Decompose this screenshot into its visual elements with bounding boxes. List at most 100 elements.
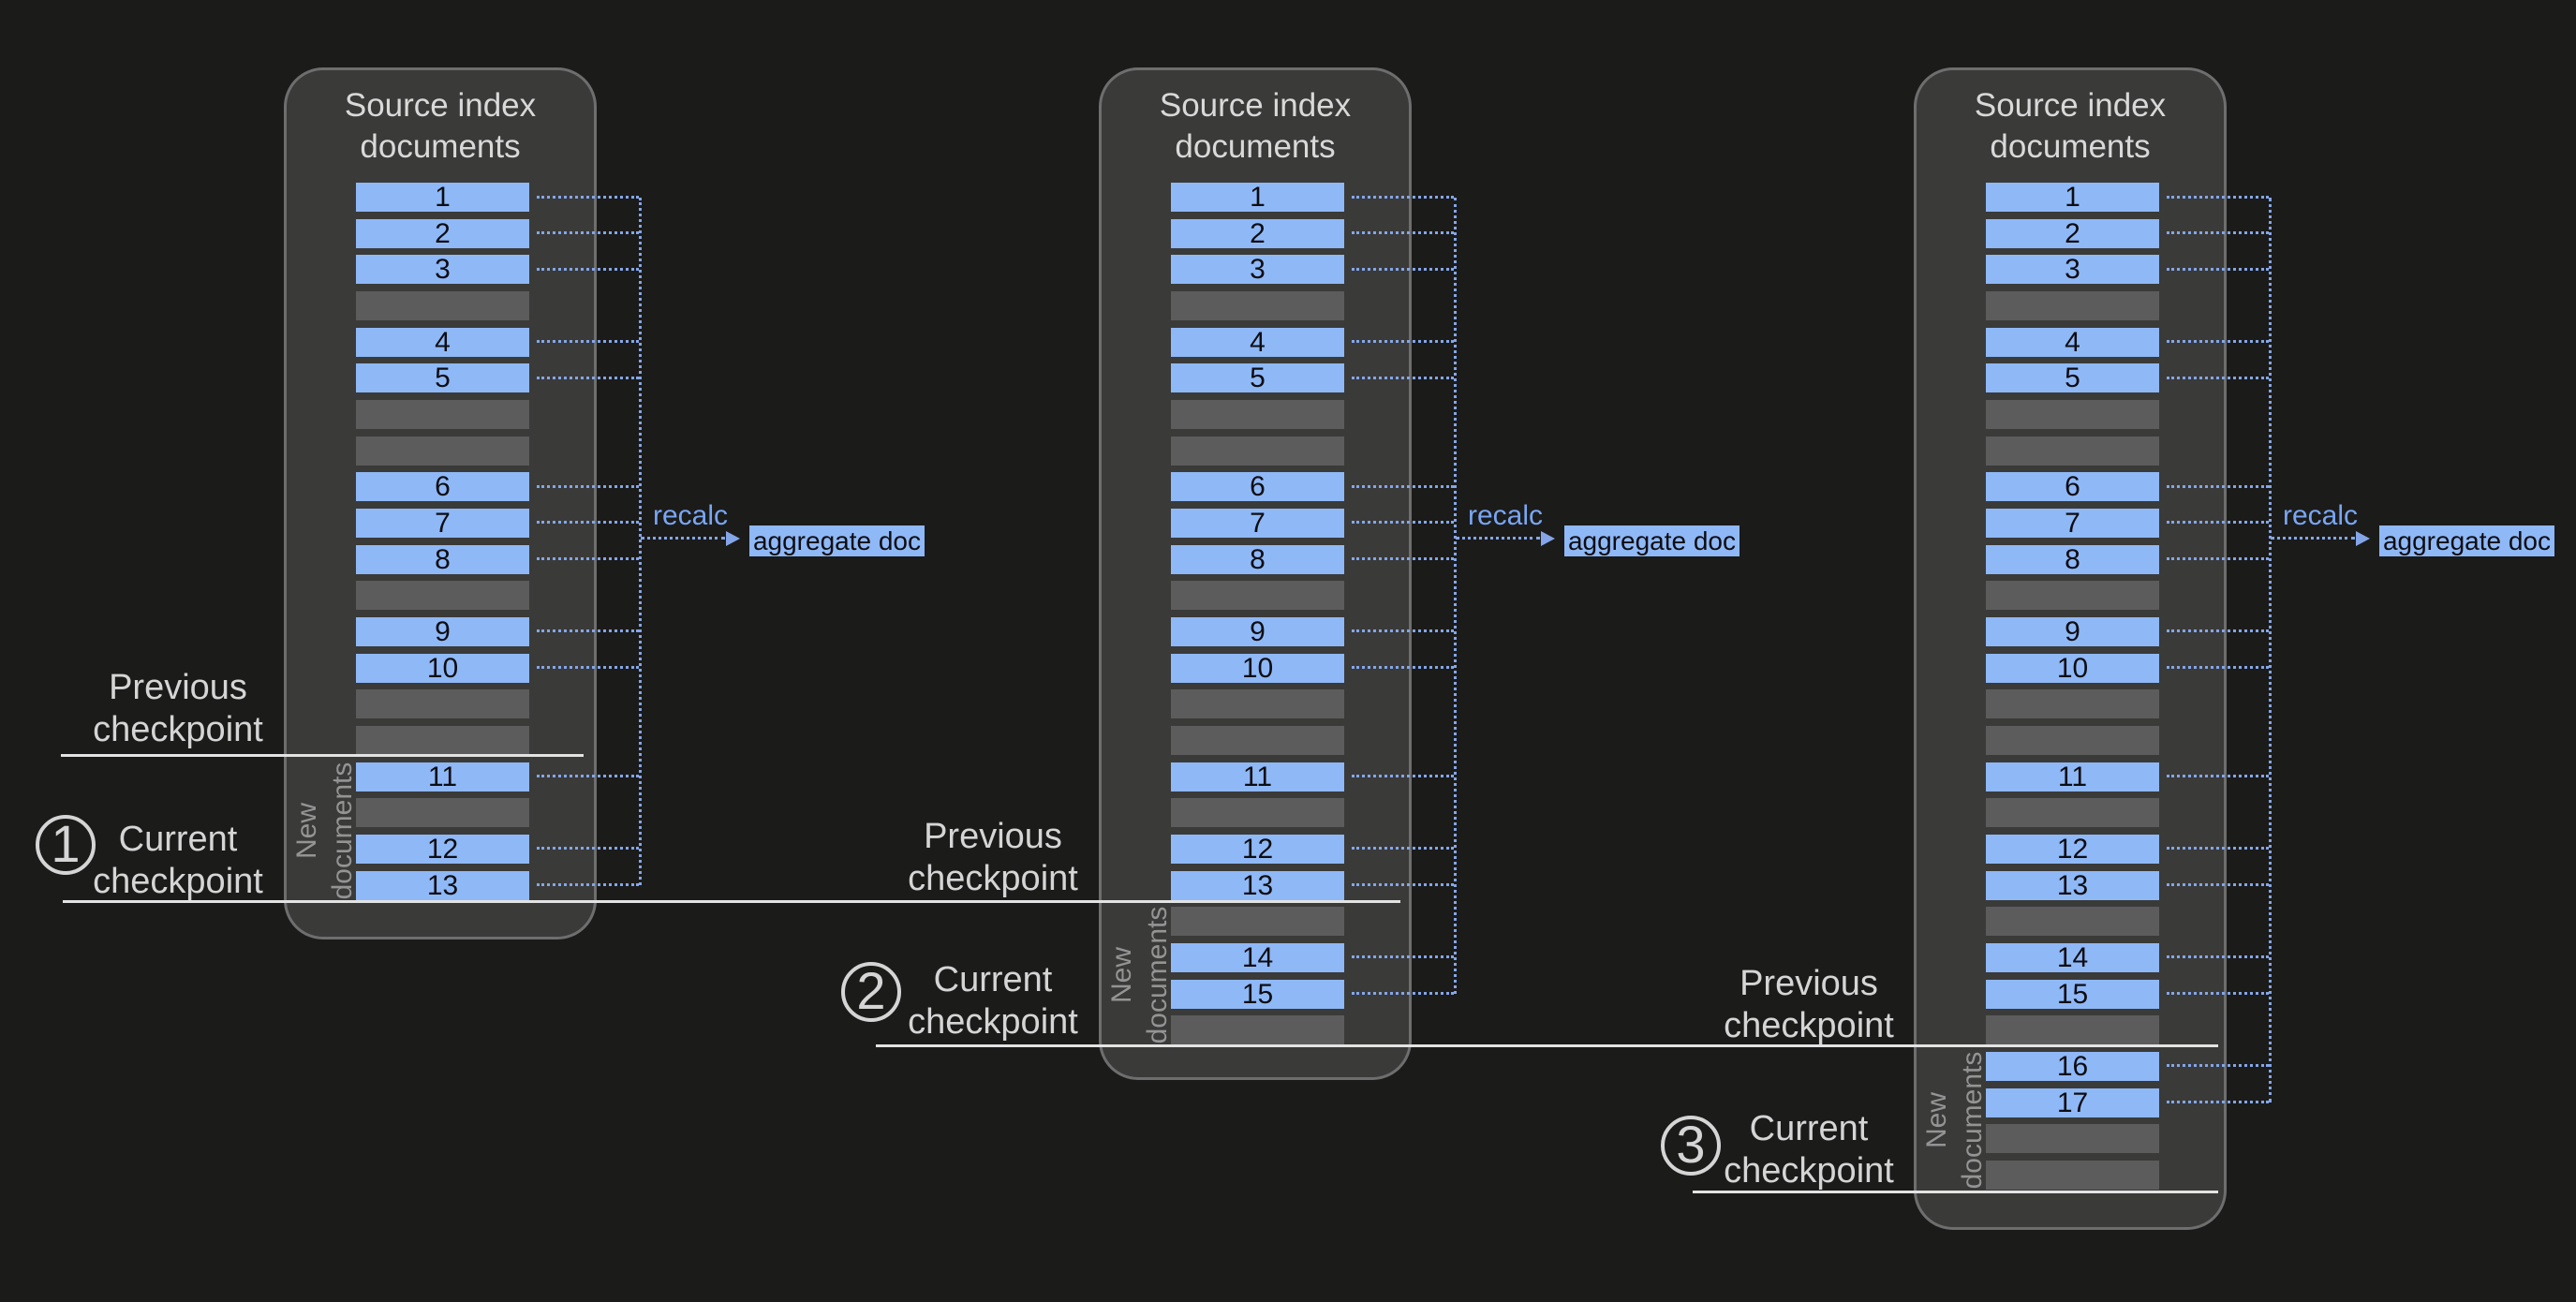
document-bar: 13 — [356, 870, 529, 900]
document-bar: 15 — [1986, 979, 2159, 1009]
current-checkpoint-line-1 — [63, 900, 1400, 903]
panel-title: Source index documents — [1974, 87, 2167, 165]
gap-bar — [356, 725, 529, 755]
gap-bar — [1171, 436, 1344, 466]
document-bar: 8 — [1171, 544, 1344, 574]
gap-bar — [356, 581, 529, 611]
document-bar: 15 — [1171, 979, 1344, 1009]
document-bar: 11 — [1986, 762, 2159, 792]
panel-title: Source index documents — [344, 87, 537, 165]
document-bar: 7 — [1171, 508, 1344, 538]
gap-bar — [356, 689, 529, 719]
gap-bar — [1986, 725, 2159, 755]
document-bar: 3 — [1171, 255, 1344, 285]
document-bar: 4 — [356, 327, 529, 357]
document-bar: 5 — [1171, 363, 1344, 393]
gap-bar — [356, 399, 529, 429]
previous-checkpoint-label-2: Previous checkpoint — [908, 817, 1078, 898]
document-bar: 13 — [1171, 870, 1344, 900]
document-bar: 4 — [1986, 327, 2159, 357]
gap-bar — [1171, 907, 1344, 937]
gap-bar — [1171, 798, 1344, 828]
recalc-label-3: recalc — [2283, 500, 2359, 531]
document-bar: 7 — [1986, 508, 2159, 538]
gap-bar — [1986, 1160, 2159, 1190]
document-bar: 9 — [356, 616, 529, 646]
previous-checkpoint-label-3: Previous checkpoint — [1724, 964, 1894, 1045]
current-checkpoint-label-2: Current checkpoint — [908, 960, 1078, 1042]
document-bar: 1 — [1986, 183, 2159, 213]
recalc-arrow-line-3 — [2271, 537, 2355, 540]
document-bar: 17 — [1986, 1087, 2159, 1117]
connector-bracket — [639, 197, 642, 886]
document-bar: 6 — [1171, 472, 1344, 502]
document-bar: 12 — [356, 834, 529, 864]
gap-bar — [1986, 1124, 2159, 1154]
connector-bracket — [2269, 197, 2272, 1102]
connector-bracket — [1454, 197, 1457, 995]
document-bar: 13 — [1986, 870, 2159, 900]
gap-bar — [1171, 725, 1344, 755]
recalc-label-2: recalc — [1468, 500, 1544, 531]
document-bar: 10 — [1986, 653, 2159, 683]
document-bar: 14 — [1171, 942, 1344, 972]
gap-bar — [1171, 581, 1344, 611]
gap-bar — [1986, 581, 2159, 611]
checkpoint-badge-3: 3 — [1661, 1116, 1721, 1176]
document-bar: 12 — [1986, 834, 2159, 864]
current-checkpoint-label-3: Current checkpoint — [1724, 1109, 1894, 1191]
gap-bar — [1171, 399, 1344, 429]
checkpoint-badge-1: 1 — [36, 815, 96, 875]
gap-bar — [1986, 689, 2159, 719]
recalc-arrow-line-2 — [1456, 537, 1540, 540]
document-bar: 10 — [1171, 653, 1344, 683]
recalc-arrowhead-icon — [1541, 531, 1555, 546]
aggregate-doc-box-1: aggregate doc — [749, 525, 925, 556]
document-bar: 7 — [356, 508, 529, 538]
document-bar: 2 — [356, 218, 529, 248]
panel-title: Source index documents — [1159, 87, 1352, 165]
gap-bar — [356, 436, 529, 466]
recalc-label-1: recalc — [653, 500, 729, 531]
checkpoint-badge-2: 2 — [841, 962, 901, 1022]
document-bar: 9 — [1171, 616, 1344, 646]
document-bar: 4 — [1171, 327, 1344, 357]
document-bar: 12 — [1171, 834, 1344, 864]
document-bar: 6 — [356, 472, 529, 502]
document-bar: 16 — [1986, 1051, 2159, 1081]
document-bar: 14 — [1986, 942, 2159, 972]
recalc-arrow-line-1 — [641, 537, 725, 540]
gap-bar — [1986, 399, 2159, 429]
document-bar: 5 — [356, 363, 529, 393]
document-bar: 2 — [1986, 218, 2159, 248]
document-bar: 1 — [356, 183, 529, 213]
current-checkpoint-label-1: Current checkpoint — [93, 820, 263, 901]
document-bar: 6 — [1986, 472, 2159, 502]
document-bar: 11 — [1171, 762, 1344, 792]
current-checkpoint-line-3 — [1693, 1191, 2218, 1193]
gap-bar — [1986, 1015, 2159, 1045]
previous-checkpoint-line-1 — [61, 754, 584, 757]
document-bar: 8 — [1986, 544, 2159, 574]
aggregate-doc-box-3: aggregate doc — [2379, 525, 2554, 556]
document-bar: 3 — [356, 255, 529, 285]
gap-bar — [1986, 290, 2159, 320]
document-bar: 9 — [1986, 616, 2159, 646]
gap-bar — [356, 798, 529, 828]
current-checkpoint-line-2 — [876, 1044, 2218, 1047]
gap-bar — [1171, 290, 1344, 320]
gap-bar — [356, 290, 529, 320]
gap-bar — [1986, 436, 2159, 466]
document-bar: 5 — [1986, 363, 2159, 393]
previous-checkpoint-label-1: Previous checkpoint — [93, 668, 263, 749]
gap-bar — [1986, 907, 2159, 937]
document-bar: 2 — [1171, 218, 1344, 248]
document-bar: 1 — [1171, 183, 1344, 213]
gap-bar — [1171, 689, 1344, 719]
